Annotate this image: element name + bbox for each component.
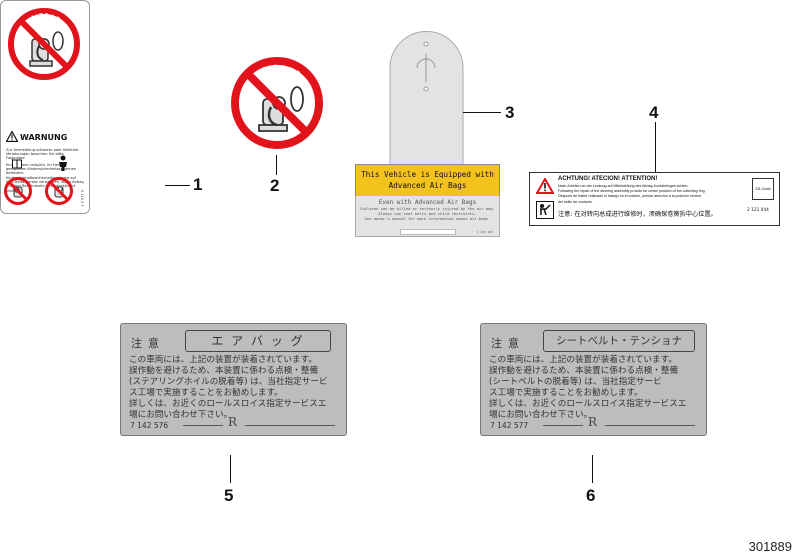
label-5-japanese-airbag-sticker: 注意 エ ア バ ッ グ この車両には、上記の装置が装着されています。 誤作動を… — [120, 323, 347, 436]
label-6-body: この車両には、上記の装置が装着されています。 誤作動を避けるため、本装置に係わる… — [489, 355, 701, 421]
label-3-hang-tag — [389, 31, 464, 166]
label-6-body-line-2: 誤作動を避けるため、本装置に係わる点検・整備 — [489, 366, 679, 376]
label-1-code: 0 110 2 F — [80, 190, 84, 207]
label-4-steering-warning-sticker: ACHTUNG! ATECION! ATTENTION! Nach Arbeit… — [529, 172, 780, 226]
label-6-body-line-5: 詳しくは、お近くのロールスロイス指定サービスエ — [489, 399, 687, 409]
label-1-paragraph-1: Zur Vermeidung schwerer oder tödlicher V… — [6, 148, 79, 161]
label-3-body-line-4: See owner's manual for more information … — [364, 216, 491, 221]
label-5-body-line-1: この車両には、上記の装置が装着されています。 — [129, 355, 317, 365]
callout-4: 4 — [649, 103, 659, 122]
warning-triangle-icon — [6, 131, 18, 142]
label-4-line-4: del anillo de contacto. — [558, 199, 593, 204]
label-1-paragraph-3: Kinderrückhaltesicherheitssysteme auf de… — [6, 176, 84, 193]
label-6-rule-right — [605, 425, 695, 426]
label-5-body: この車両には、上記の装置が装着されています。 誤作動を避けるため、本装置に係わる… — [129, 355, 341, 421]
label-3-body-line-2: Children can be killed or seriously inju… — [360, 206, 495, 211]
child-figure-icon — [59, 155, 67, 171]
warning-triangle-icon — [536, 178, 554, 194]
label-4-line-2: Following the repair of the steering ass… — [558, 189, 706, 194]
label-6-body-line-6: 場にお問い合わせ下さい。 — [489, 410, 593, 420]
label-6-device-box: シートベルト・テンショナ — [543, 330, 695, 352]
label-3-body: Even with Advanced Air Bags Children can… — [355, 196, 500, 237]
label-2-airbag-prohibition-sticker: AIRBAG — [231, 57, 323, 149]
label-4-code: 2 121 044 — [747, 208, 769, 213]
label-3-yellow-line-1: This Vehicle is Equipped with — [361, 170, 494, 179]
label-6-title: 注意 — [491, 337, 525, 350]
label-1-paragraph-2: Kinder, wenn möglich, im Fond in geeigne… — [6, 163, 77, 176]
label-6-rule-left — [543, 425, 583, 426]
leader-line-4 — [655, 122, 657, 172]
label-5-body-line-2: 誤作動を避けるため、本装置に係わる点検・整備 — [129, 366, 319, 376]
diagram-reference-number: 301889 — [748, 539, 792, 554]
airbag-prohibition-icon: AIRBAG — [8, 8, 80, 80]
label-3-body-line-1: Even with Advanced Air Bags — [378, 199, 477, 206]
label-5-rule-right — [245, 425, 335, 426]
label-4-line-3: Después de haber realizado el trabajo en… — [558, 194, 701, 199]
label-4-line-1: Nach Arbeiten an der Lenkung auf Mittels… — [558, 184, 689, 188]
label-5-body-line-5: 詳しくは、お近くのロールスロイス指定サービスエ — [129, 399, 327, 409]
rear-facing-seat-prohibition-icon — [4, 177, 32, 205]
label-3-code: 1 123 234 — [476, 230, 493, 234]
label-3-body-line-3: Always use seat belts and child restrain… — [378, 211, 477, 216]
label-5-body-line-4: ス工場で実施することをお勧めします。 — [129, 388, 283, 398]
child-seat-prohibition-icon — [45, 177, 73, 205]
label-3-yellow-banner: This Vehicle is Equipped with Advanced A… — [355, 164, 500, 198]
label-1-airbag-warning-sticker: AIRBAG WARNUNG Zur Vermeidung schwerer o… — [0, 0, 90, 214]
label-6-body-line-4: ス工場で実施することをお勧めします。 — [489, 388, 643, 398]
label-1-airbag-text: AIRBAG — [30, 13, 61, 24]
label-5-device-box: エ ア バ ッ グ — [185, 330, 331, 352]
callout-2: 2 — [270, 176, 280, 195]
label-6-part-number: 7 142 577 — [490, 421, 529, 430]
leader-line-6 — [592, 455, 594, 483]
label-5-rr-logo: R — [228, 415, 238, 429]
label-4-2d-code-badge: 2D-Code — [752, 178, 774, 200]
label-4-chinese-text: 注意: 在对转向总成进行维修时，须确保卷簧拆中心位置。 — [558, 211, 717, 218]
callout-3: 3 — [505, 103, 515, 122]
label-5-title: 注意 — [131, 337, 165, 350]
callout-1: 1 — [193, 175, 203, 194]
label-6-body-line-3: (シートベルトの脱着等) は、当社指定サービ — [489, 377, 662, 387]
leader-line-3 — [463, 112, 501, 114]
label-4-text-block: Nach Arbeiten an der Lenkung auf Mittels… — [558, 184, 743, 205]
label-6-body-line-1: この車両には、上記の装置が装着されています。 — [489, 355, 677, 365]
label-3-yellow-line-2: Advanced Air Bags — [388, 181, 467, 190]
label-6-rr-logo: R — [588, 415, 598, 429]
label-3-barcode-strip — [400, 229, 456, 235]
leader-line-5 — [230, 455, 232, 483]
svg-text:AIRBAG: AIRBAG — [30, 13, 62, 24]
leader-line-1 — [165, 185, 190, 187]
label-5-body-line-3: (ステアリングホイルの脱着等) は、当社指定サービ — [129, 377, 328, 387]
label-4-headline: ACHTUNG! ATECION! ATTENTION! — [558, 176, 658, 182]
label-5-body-line-6: 場にお問い合わせ下さい。 — [129, 410, 233, 420]
callout-6: 6 — [586, 486, 596, 505]
manual-book-icon — [12, 159, 22, 169]
label-5-rule-left — [183, 425, 223, 426]
leader-line-2 — [276, 155, 278, 175]
service-technician-icon — [536, 201, 554, 219]
label-5-part-number: 7 142 576 — [130, 421, 169, 430]
label-1-warning-title: WARNUNG — [20, 133, 68, 142]
label-6-japanese-belt-tensioner-sticker: 注意 シートベルト・テンショナ この車両には、上記の装置が装着されています。 誤… — [480, 323, 707, 436]
callout-5: 5 — [224, 486, 234, 505]
